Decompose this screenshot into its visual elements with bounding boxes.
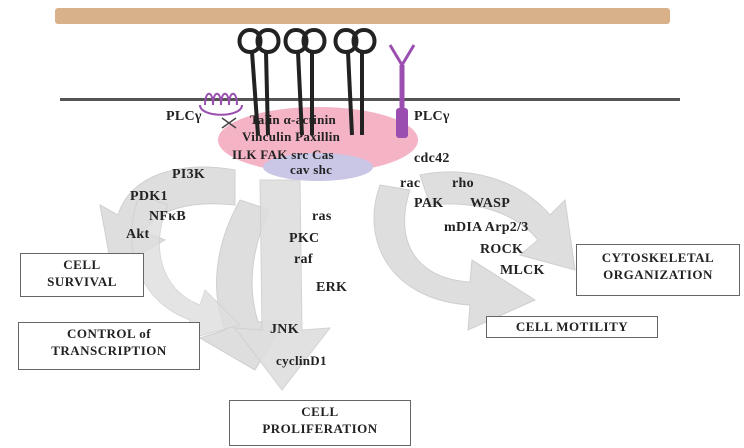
integrin-icon-1 xyxy=(237,27,281,136)
membrane-bottom-line xyxy=(60,98,680,101)
label-cdc42: cdc42 xyxy=(414,151,450,166)
label-mlck: MLCK xyxy=(500,263,545,278)
plc-arrow-icon xyxy=(221,117,237,129)
label-rock: ROCK xyxy=(480,242,524,257)
label-ras: ras xyxy=(312,209,332,224)
label-pak: PAK xyxy=(414,196,444,211)
label-pi3k: PI3K xyxy=(172,167,206,182)
pathway-arrows xyxy=(99,166,576,391)
adaptor-region xyxy=(263,153,373,181)
label-complex-row3: ILK FAK src Cas xyxy=(232,147,334,162)
outcome-cell-proliferation-line1: CELL xyxy=(301,404,339,419)
rtk-receptor-icon xyxy=(388,44,416,138)
outcome-control-transcription-line1: CONTROL of xyxy=(66,326,152,341)
integrin-receptors xyxy=(237,27,377,136)
outcome-cell-proliferation-line2: PROLIFERATION xyxy=(262,421,378,436)
label-erk: ERK xyxy=(316,280,348,295)
arrow-motility xyxy=(373,184,537,331)
outcome-cytoskeletal-line2: ORGANIZATION xyxy=(603,267,713,282)
outcome-cell-survival-line2: SURVIVAL xyxy=(47,274,117,289)
label-complex-row2: Vinculin Paxillin xyxy=(242,129,341,144)
plc-membrane-protein-icon xyxy=(199,92,243,116)
label-mdia-arp: mDIA Arp2/3 xyxy=(444,220,529,235)
integrin-icon-3 xyxy=(333,27,377,136)
outcome-cytoskeletal-line1: CYTOSKELETAL xyxy=(601,250,715,265)
label-akt: Akt xyxy=(126,227,150,242)
label-wasp: WASP xyxy=(470,196,511,211)
arrow-cytoskeletal xyxy=(419,171,576,271)
label-jnk: JNK xyxy=(270,322,299,337)
arrow-proliferation xyxy=(233,179,332,391)
label-complex-row1: Talin α-actinin xyxy=(250,112,337,127)
arrow-left-branch xyxy=(131,194,241,341)
outcome-cell-survival-line1: CELL xyxy=(63,257,101,272)
outcome-cell-survival: CELL SURVIVAL xyxy=(20,253,144,297)
label-plc-right: PLCγ xyxy=(414,109,450,124)
label-raf: raf xyxy=(294,252,313,267)
label-rho: rho xyxy=(452,176,474,191)
label-complex-row4: cav shc xyxy=(290,162,333,177)
outcome-control-transcription: CONTROL of TRANSCRIPTION xyxy=(18,322,200,370)
label-plc-left: PLCγ xyxy=(166,109,202,124)
outcome-control-transcription-line2: TRANSCRIPTION xyxy=(51,343,167,358)
outcome-cell-motility: CELL MOTILITY xyxy=(486,316,658,338)
label-pdk1: PDK1 xyxy=(130,189,168,204)
label-nfkb: NFκB xyxy=(149,209,186,224)
outcome-cell-motility-label: CELL MOTILITY xyxy=(515,319,629,334)
outcome-cell-proliferation: CELL PROLIFERATION xyxy=(229,400,411,446)
label-rac: rac xyxy=(400,176,421,191)
membrane-top xyxy=(55,8,670,24)
label-pkc: PKC xyxy=(289,231,320,246)
outcome-cytoskeletal-organization: CYTOSKELETAL ORGANIZATION xyxy=(576,244,740,296)
integrin-icon-2 xyxy=(283,27,327,136)
label-cyclind1: cyclinD1 xyxy=(276,353,327,368)
